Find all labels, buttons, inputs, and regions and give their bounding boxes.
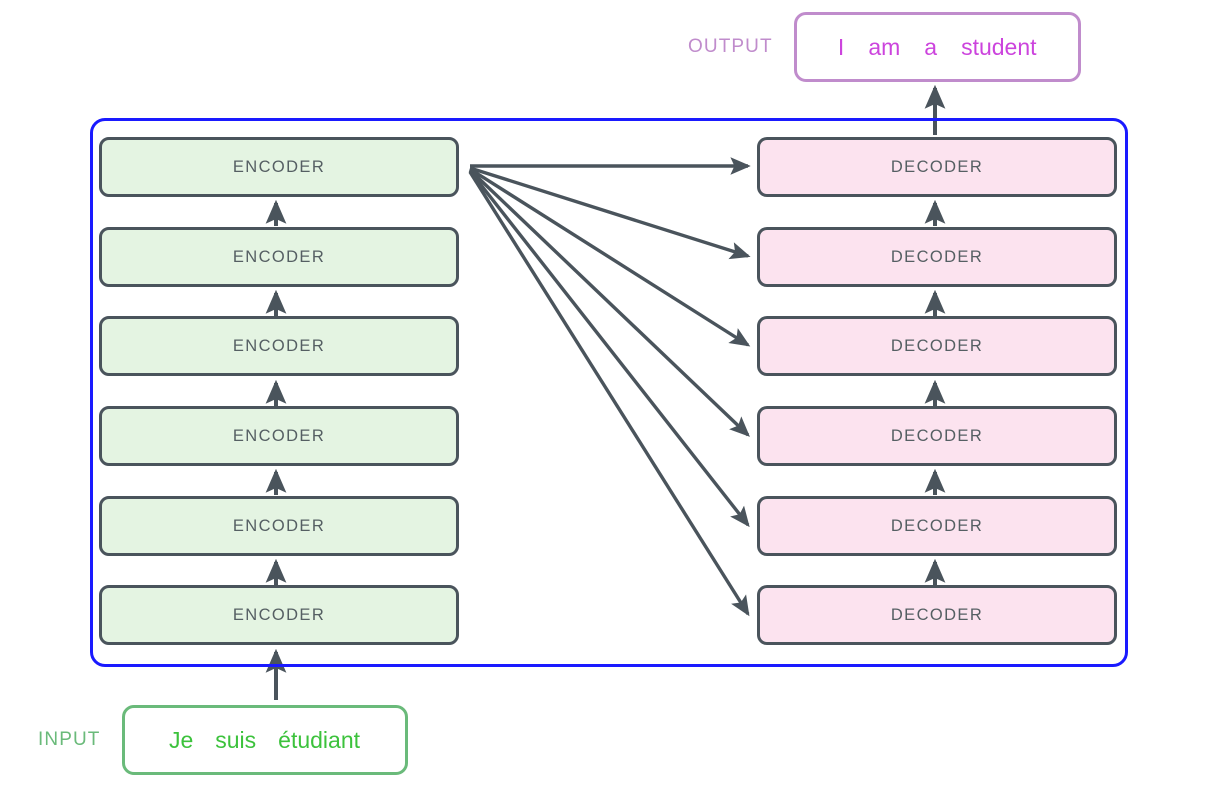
decoder-block-label: DECODER: [890, 247, 984, 266]
output-token: student: [961, 33, 1037, 60]
decoder-block-label: DECODER: [890, 516, 984, 535]
output-token: am: [868, 33, 901, 60]
encoder-block-6[interactable]: ENCODER: [99, 585, 459, 645]
input-token: suis: [215, 726, 257, 753]
encoder-block-label: ENCODER: [232, 605, 326, 624]
encoder-block-2[interactable]: ENCODER: [99, 227, 459, 287]
decoder-block-label: DECODER: [890, 336, 984, 355]
output-token: a: [924, 33, 938, 60]
decoder-block-label: DECODER: [890, 157, 984, 176]
decoder-block-label: DECODER: [890, 605, 984, 624]
encoder-block-4[interactable]: ENCODER: [99, 406, 459, 466]
input-token: Je: [168, 726, 194, 753]
encoder-block-5[interactable]: ENCODER: [99, 496, 459, 556]
encoder-block-label: ENCODER: [232, 157, 326, 176]
encoder-block-label: ENCODER: [232, 247, 326, 266]
encoder-block-3[interactable]: ENCODER: [99, 316, 459, 376]
decoder-block-3[interactable]: DECODER: [757, 316, 1117, 376]
encoder-block-label: ENCODER: [232, 516, 326, 535]
output-label: OUTPUT: [688, 36, 773, 57]
output-token: I: [837, 33, 845, 60]
decoder-block-2[interactable]: DECODER: [757, 227, 1117, 287]
input-row: INPUT Je suis étudiant: [38, 705, 408, 775]
decoder-block-label: DECODER: [890, 426, 984, 445]
output-row: OUTPUT I am a student: [688, 12, 1081, 82]
encoder-block-1[interactable]: ENCODER: [99, 137, 459, 197]
input-sentence-box[interactable]: Je suis étudiant: [121, 705, 408, 775]
encoder-block-label: ENCODER: [232, 336, 326, 355]
decoder-block-5[interactable]: DECODER: [757, 496, 1117, 556]
model-boundary-frame: [90, 118, 1128, 667]
input-label: INPUT: [38, 729, 101, 750]
encoder-block-label: ENCODER: [232, 426, 326, 445]
decoder-block-1[interactable]: DECODER: [757, 137, 1117, 197]
decoder-block-4[interactable]: DECODER: [757, 406, 1117, 466]
decoder-block-6[interactable]: DECODER: [757, 585, 1117, 645]
output-sentence-box[interactable]: I am a student: [793, 12, 1081, 82]
input-token: étudiant: [278, 726, 361, 753]
